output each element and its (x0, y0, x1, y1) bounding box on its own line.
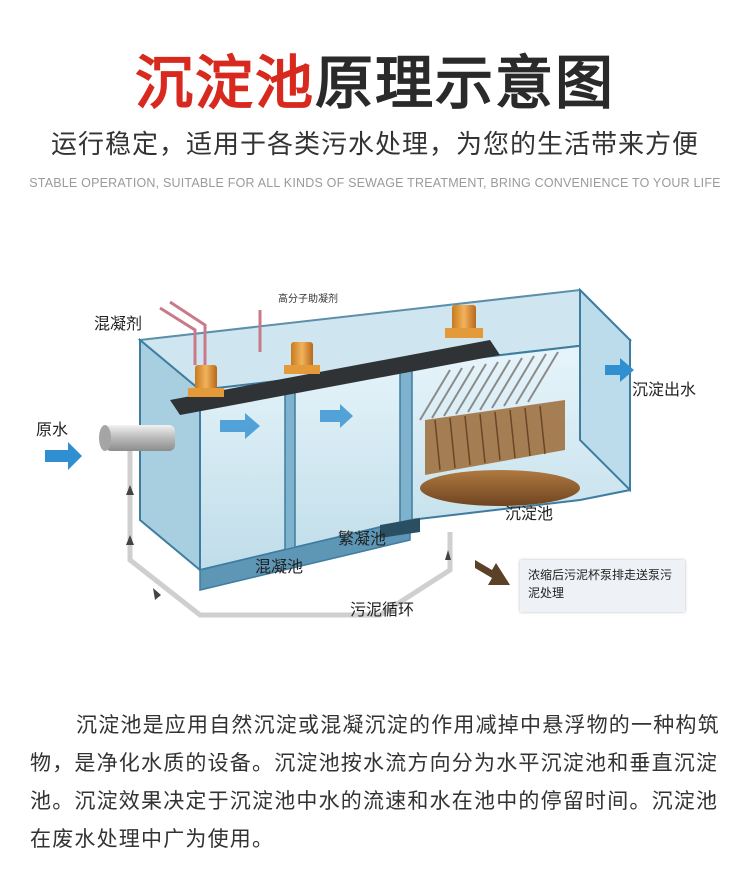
sludge-note: 浓缩后污泥杯泵排走送泵污泥处理 (520, 560, 685, 612)
subtitle-english: STABLE OPERATION, SUITABLE FOR ALL KINDS… (29, 176, 721, 190)
walkway-beam (170, 340, 500, 415)
label-coagulation-tank: 混凝池 (255, 557, 304, 576)
sludge-hopper (380, 518, 420, 538)
title-main: 原理示意图 (315, 49, 616, 117)
label-raw-water: 原水 (36, 420, 69, 439)
title-highlight: 沉淀池 (134, 49, 315, 117)
inclined-plates (419, 351, 559, 421)
sludge-discharge-arrow (475, 560, 510, 585)
tank-illustration (45, 287, 634, 618)
label-flocculation-tank: 繁凝池 (338, 529, 387, 548)
label-outlet-water: 沉淀出水 (632, 380, 697, 399)
page-title: 沉淀池原理示意图 (0, 48, 750, 118)
label-polymer-flocculant: 高分子助凝剂 (278, 294, 338, 305)
floc-layer (425, 400, 565, 475)
tank-bottom (199, 519, 411, 591)
tank-right-side (579, 287, 631, 493)
inlet-pipe (105, 425, 175, 451)
settled-sludge (420, 470, 580, 506)
dosing-pipes (159, 300, 262, 365)
circulation-arrows (126, 485, 451, 600)
partition-2 (399, 362, 413, 524)
subtitle: 运行稳定，适用于各类污水处理，为您的生活带来方便 (50, 130, 699, 160)
description-paragraph: 沉淀池是应用自然沉淀或混凝沉淀的作用减掉中悬浮物的一种构筑物，是净化水质的设备。… (30, 713, 720, 851)
label-sedimentation-tank: 沉淀池 (505, 504, 554, 523)
flow-arrows (45, 358, 634, 470)
label-coagulant: 混凝剂 (94, 314, 143, 333)
label-sludge-circulation: 污泥循环 (350, 600, 415, 619)
mixer-motors (188, 305, 483, 397)
partition-1 (284, 377, 296, 560)
sedimentation-tank-diagram: 高分子助凝剂 混凝剂 原水 沉淀出水 沉淀池 繁凝池 混凝池 污泥循环 (20, 270, 730, 650)
